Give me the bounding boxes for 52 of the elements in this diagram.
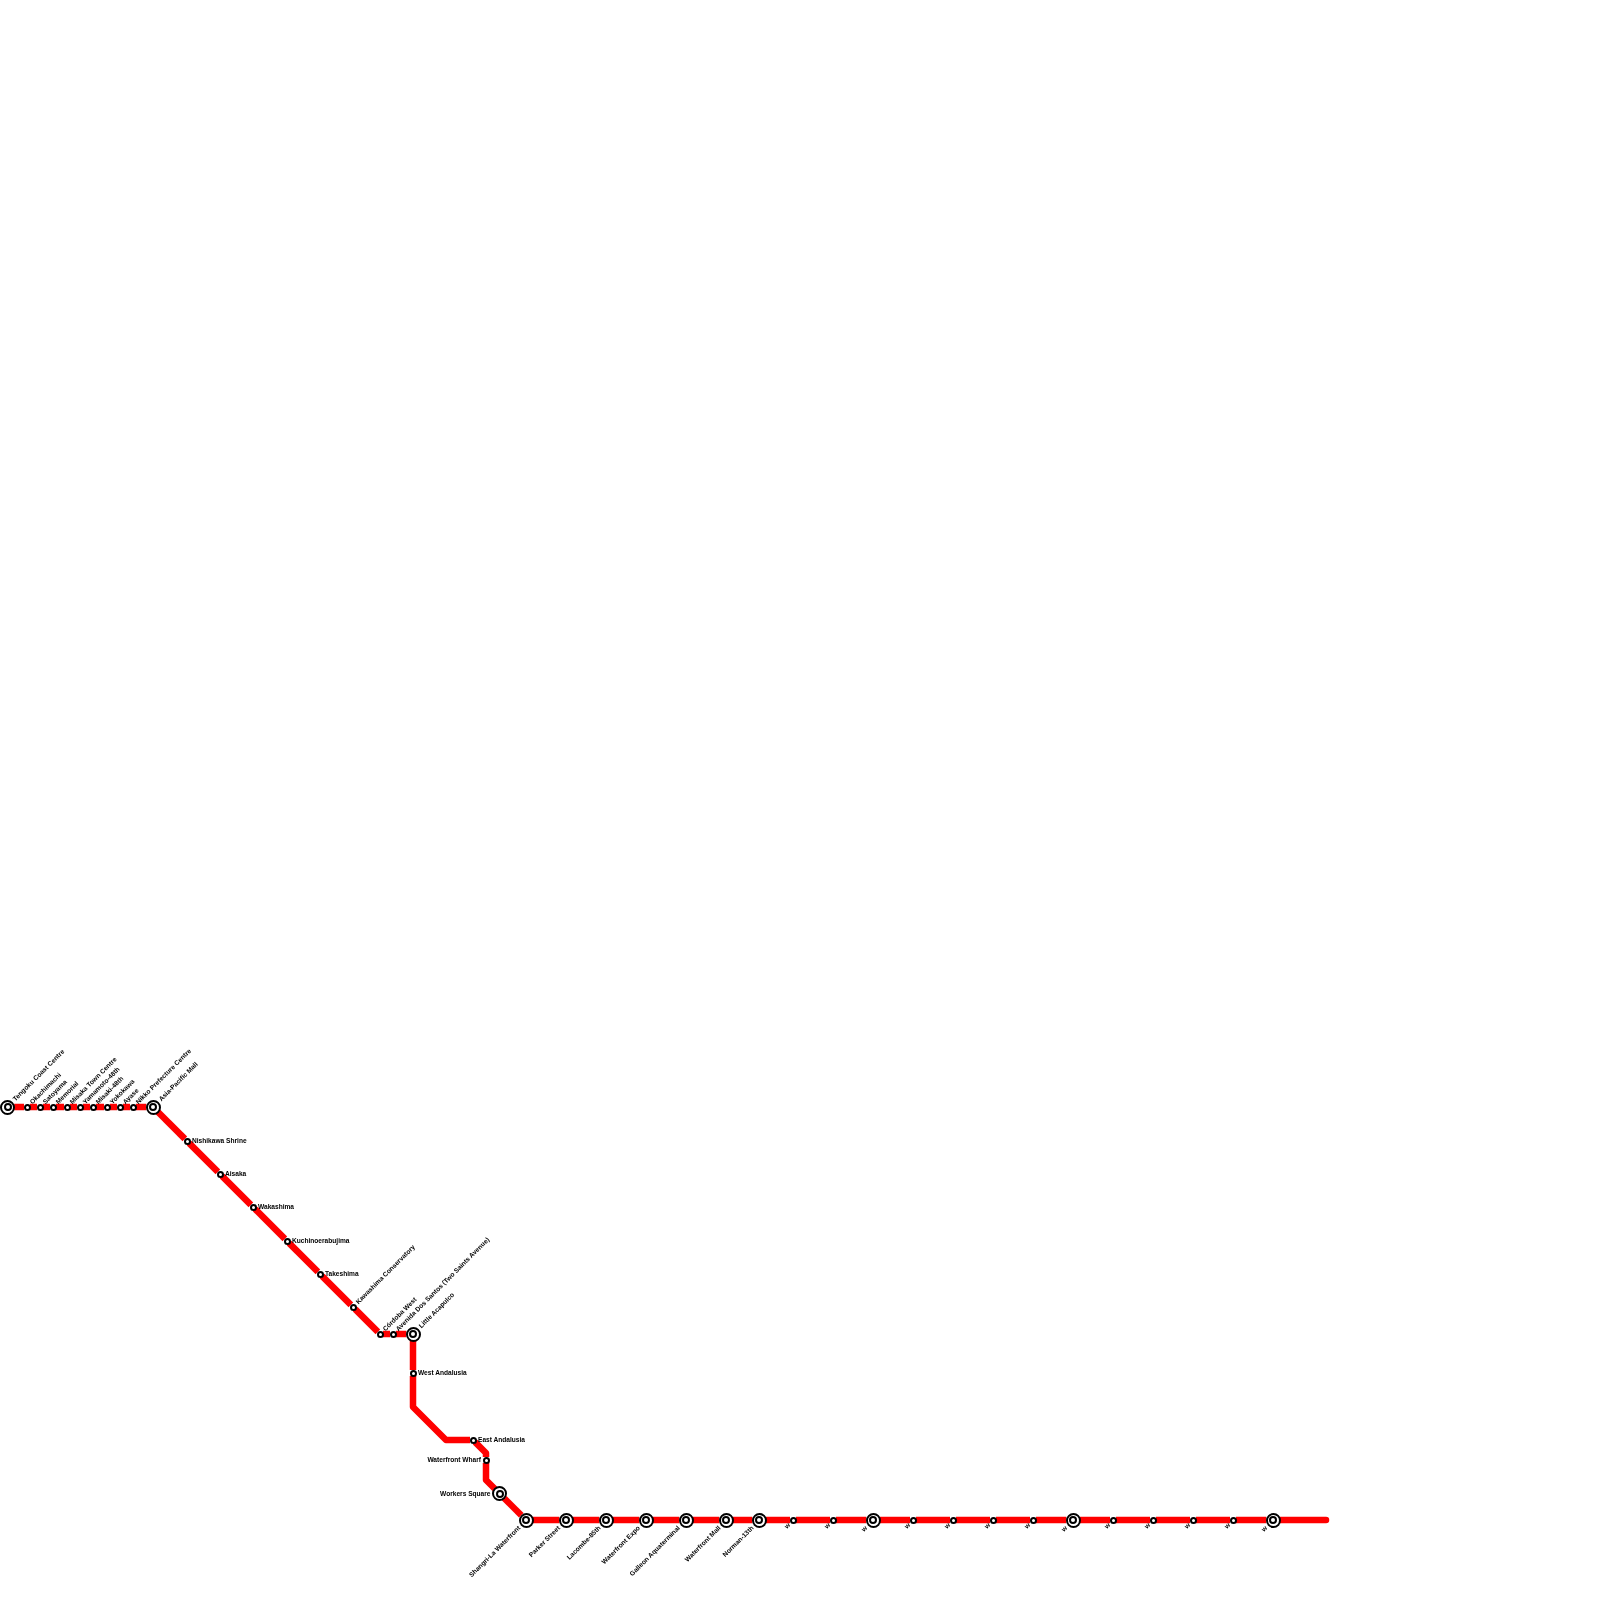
interchange-marker [1265, 1512, 1281, 1528]
interchange-marker [865, 1512, 881, 1528]
station-marker [1149, 1516, 1157, 1524]
line-segment [532, 1516, 560, 1524]
line-segment [252, 1206, 288, 1242]
station-marker [829, 1516, 837, 1524]
station-marker [63, 1103, 71, 1111]
station-marker [103, 1103, 111, 1111]
station-marker [909, 1516, 917, 1524]
station-marker [23, 1103, 31, 1111]
station-marker [249, 1203, 257, 1211]
station-marker [949, 1516, 957, 1524]
station-marker [1109, 1516, 1117, 1524]
interchange-marker [0, 1099, 15, 1115]
station-marker [989, 1516, 997, 1524]
line-segment [732, 1516, 753, 1524]
interchange-marker [558, 1512, 574, 1528]
interchange-marker [678, 1512, 694, 1528]
station-marker [1029, 1516, 1037, 1524]
station-marker [482, 1456, 490, 1464]
line-segment [572, 1516, 600, 1524]
line-segment [319, 1273, 354, 1308]
station-marker [36, 1103, 44, 1111]
station-marker [376, 1330, 384, 1338]
line-segment [612, 1516, 640, 1524]
station-marker [349, 1303, 357, 1311]
station-marker [183, 1137, 191, 1145]
line-segment [352, 1306, 381, 1335]
station-marker [89, 1103, 97, 1111]
line-segment [652, 1516, 680, 1524]
interchange-marker [598, 1512, 614, 1528]
station-marker [1229, 1516, 1237, 1524]
interchange-marker [1065, 1512, 1081, 1528]
station-marker [469, 1436, 477, 1444]
line-segment [692, 1516, 720, 1524]
station-marker [129, 1103, 137, 1111]
station-marker [116, 1103, 124, 1111]
station-marker [76, 1103, 84, 1111]
station-marker [789, 1516, 797, 1524]
line-segment [186, 1140, 221, 1175]
station-marker [1189, 1516, 1197, 1524]
line-segment [219, 1173, 254, 1208]
station-marker [49, 1103, 57, 1111]
interchange-marker [751, 1512, 767, 1528]
line-segment [155, 1109, 188, 1142]
station-marker [409, 1369, 417, 1377]
station-marker [389, 1330, 397, 1338]
line-segment [286, 1240, 321, 1275]
station-marker [216, 1170, 224, 1178]
station-marker [283, 1237, 291, 1245]
station-marker [316, 1270, 324, 1278]
line-segment [501, 1495, 524, 1518]
